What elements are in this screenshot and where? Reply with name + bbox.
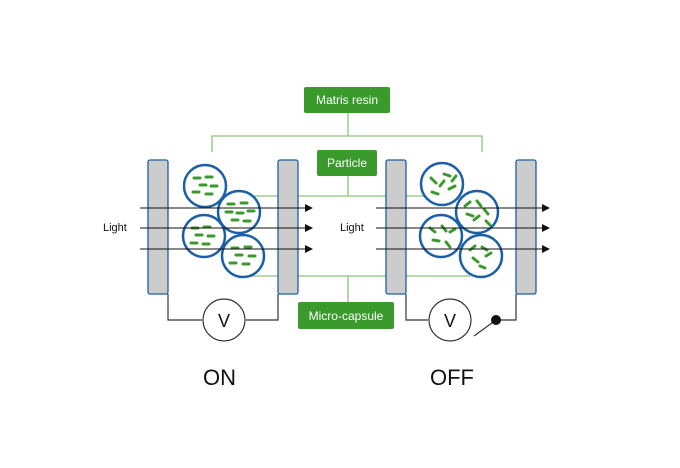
matrix-resin-tag: Matris resin	[304, 87, 390, 113]
left-circuit	[167, 294, 279, 321]
left-particles	[189, 175, 257, 266]
left-light-label: Light	[103, 222, 127, 234]
right-electrode-plate-2	[515, 159, 537, 295]
on-state-label: ON	[203, 365, 236, 390]
right-particles	[428, 172, 493, 270]
left-light-arrows	[140, 204, 313, 253]
left-electrode-plate-1	[147, 159, 169, 295]
right-light-label: Light	[340, 222, 364, 234]
left-electrode-plate-2	[277, 159, 299, 295]
matrix-bracket-line	[211, 135, 483, 152]
right-voltmeter-circle	[428, 298, 472, 342]
right-voltmeter-label: V	[444, 311, 456, 331]
micro-capsule-tag: Micro-capsule	[298, 302, 394, 329]
right-light-arrows	[376, 204, 550, 253]
left-voltmeter-circle	[202, 298, 246, 342]
right-electrode-plate-1	[385, 159, 407, 295]
switch-contact-dot	[491, 315, 501, 325]
left-capsules	[181, 163, 266, 279]
particle-tag: Particle	[317, 150, 377, 176]
off-state-label: OFF	[430, 365, 474, 390]
left-voltmeter-label: V	[218, 311, 230, 331]
